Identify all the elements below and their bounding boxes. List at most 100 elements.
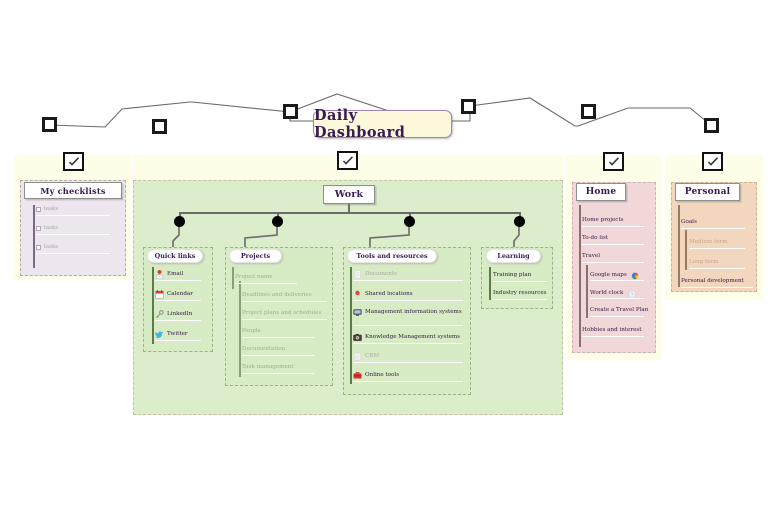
zigzag-node-2[interactable] [152,119,167,134]
divider [689,268,745,269]
work-tree-elbows [172,227,520,249]
home-item[interactable]: Travel [582,253,600,260]
checklist-item[interactable]: tasks [36,206,58,213]
tree-node[interactable] [272,216,283,227]
checklist-item-label: tasks [43,244,59,250]
tree-node[interactable] [404,216,415,227]
tool-label: Online tools [365,372,400,379]
home-label: Travel [582,253,600,259]
projects-bracket-outer [232,267,234,289]
home-item[interactable]: To-do list [582,235,608,242]
learning-item[interactable]: Industry resources [493,290,547,297]
tool-item[interactable]: Online tools [353,371,399,380]
learning-item[interactable]: Training plan [493,272,531,279]
home-title-text: Home [585,187,617,197]
divider [155,340,201,341]
tree-node[interactable] [174,216,185,227]
divider [689,248,745,249]
personal-title[interactable]: Personal [675,183,740,201]
home-item[interactable]: Home projects [582,217,624,224]
checkbox[interactable] [36,245,41,250]
quick-link-item[interactable]: LinkedIn [155,310,192,319]
personal-bracket-inner [685,230,687,270]
checklist-item[interactable]: tasks [36,225,58,232]
home-sub-item[interactable]: Google maps [590,271,650,280]
quick-link-item[interactable]: Email [155,270,183,279]
divider [353,343,463,344]
project-item[interactable]: Project name [235,274,273,281]
personal-item[interactable]: Goals [681,219,697,226]
tree-rail [179,212,520,214]
tree-node[interactable] [514,216,525,227]
zigzag-node-3[interactable] [283,104,298,119]
page-title-text: Daily Dashboard [314,107,406,141]
personal-sub-item[interactable]: Medium term [689,239,728,246]
checklists-title[interactable]: My checklists [24,182,122,199]
zigzag-node-5[interactable] [581,104,596,119]
personal-item[interactable]: Personal development [681,278,744,285]
projects-title[interactable]: Projects [229,249,282,263]
quick-link-item[interactable]: Calendar [155,290,193,299]
divider [681,287,753,288]
panel-my-checklists: My checklists tasks tasks tasks [14,152,132,280]
home-sub-item[interactable]: Create a Travel Plan [590,307,648,314]
personal-title-text: Personal [684,187,731,197]
zigzag-node-4[interactable] [461,99,476,114]
checkbox[interactable] [36,226,41,231]
checklists-check-icon[interactable] [63,152,84,171]
tool-item[interactable]: Management information systems [353,308,465,317]
tool-item[interactable]: Documents [353,270,397,279]
monitor-icon [353,308,362,317]
checklists-title-text: My checklists [40,185,106,196]
learning-title[interactable]: Learning [486,249,541,263]
divider [353,381,463,382]
personal-label: Personal development [681,278,744,284]
zigzag-node-6[interactable] [704,118,719,133]
tool-label: Shared locations [365,291,413,298]
tool-item[interactable]: CRM [353,352,379,361]
tools-bracket [350,267,352,384]
quick-links-title[interactable]: Quick links [147,249,203,263]
divider [242,319,327,320]
checklist-item[interactable]: tasks [36,244,58,251]
divider [36,253,110,254]
project-label: People [242,328,261,334]
zigzag-node-1[interactable] [42,117,57,132]
section-projects [225,247,333,386]
home-bracket-inner [586,265,588,318]
project-item[interactable]: Documentation [242,346,285,353]
tool-label: Knowledge Management systems [365,334,461,341]
project-label: Project name [235,274,273,280]
home-item[interactable]: Hobbies and interest [582,327,642,334]
tool-label: Management information systems [365,309,462,316]
tools-title[interactable]: Tools and resources [347,249,437,263]
project-item[interactable]: Project plans and schedules [242,310,321,317]
project-item[interactable]: People [242,328,261,335]
home-title[interactable]: Home [576,183,626,201]
checkbox[interactable] [36,207,41,212]
personal-sub-item[interactable]: Long term [689,259,719,266]
tree-trunk [348,204,350,212]
home-check-icon[interactable] [603,152,624,171]
tool-item[interactable]: Knowledge Management systems [353,333,460,342]
quick-link-item[interactable]: Twitter [155,330,188,339]
divider [590,280,644,281]
tool-item[interactable]: Shared locations [353,290,413,299]
world-clock-icon [627,289,636,298]
quick-links-bracket [152,267,154,344]
quick-link-label: Twitter [167,331,188,338]
pin-icon [353,290,362,299]
personal-check-icon[interactable] [702,152,723,171]
page-title[interactable]: Daily Dashboard [313,107,452,141]
work-title[interactable]: Work [323,185,375,204]
documents-icon [353,270,362,279]
project-item[interactable]: Task management [242,364,294,371]
work-check-icon[interactable] [337,151,358,170]
project-item[interactable]: Deadlines and deliveries [242,292,312,299]
tools-title-text: Tools and resources [356,252,428,260]
home-sub-item[interactable]: World clock [590,289,636,298]
divider [582,226,644,227]
project-label: Deadlines and deliveries [242,292,312,298]
tool-label: CRM [365,353,380,360]
